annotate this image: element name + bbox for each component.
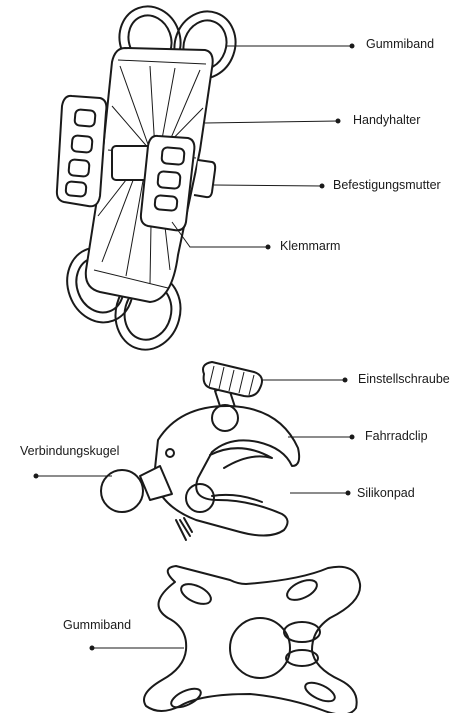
leader-line-bottom — [90, 646, 185, 651]
screw-thread — [176, 518, 192, 540]
label-befestigungsmutter: Befestigungsmutter — [333, 178, 441, 192]
bike-clip-illustration — [101, 362, 299, 540]
label-silikonpad: Silikonpad — [357, 486, 415, 500]
phone-holder-illustration — [57, 0, 245, 357]
clamp-arm-right — [141, 136, 195, 230]
clip-body — [154, 405, 299, 536]
connection-ball — [101, 466, 172, 512]
label-handyhalter: Handyhalter — [353, 113, 420, 127]
label-einstellschraube: Einstellschraube — [358, 372, 450, 386]
label-klemmarm: Klemmarm — [280, 239, 340, 253]
label-gummiband-top: Gummiband — [366, 37, 434, 51]
clamp-arm-left — [57, 96, 107, 206]
rubber-band-illustration — [144, 566, 360, 713]
label-gummiband-bottom: Gummiband — [63, 618, 131, 632]
label-verbindungskugel: Verbindungskugel — [20, 444, 119, 458]
label-fahrradclip: Fahrradclip — [365, 429, 428, 443]
